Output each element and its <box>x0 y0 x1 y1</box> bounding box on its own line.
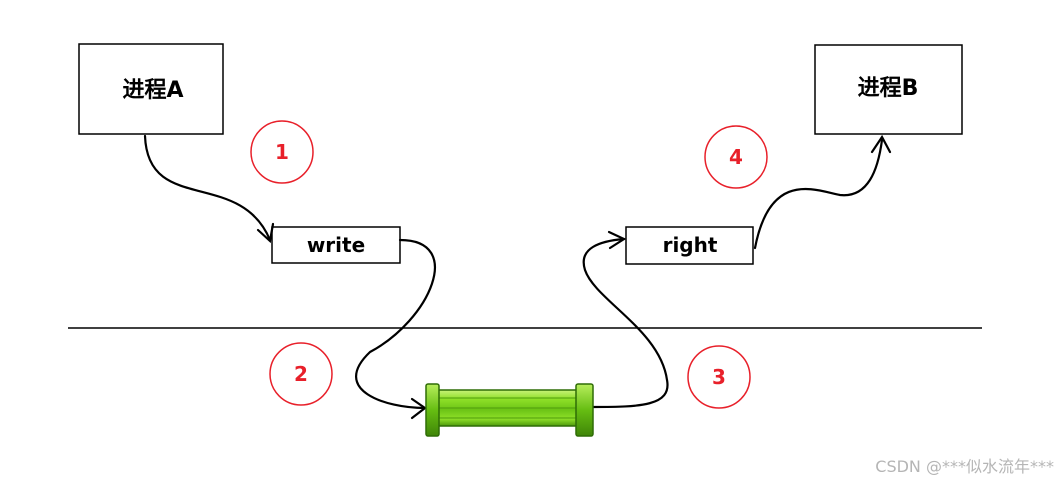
process-a-label: 进程A <box>122 78 183 103</box>
step-2-badge: 2 <box>269 342 333 406</box>
watermark: CSDN @***似水流年*** <box>875 457 1054 476</box>
connector-2 <box>355 238 436 420</box>
step-1-badge: 1 <box>250 120 314 184</box>
read-label: right <box>663 233 718 257</box>
read-node: right <box>625 226 754 265</box>
step-2-number: 2 <box>294 362 308 386</box>
step-3-number: 3 <box>712 365 726 389</box>
step-3-badge: 3 <box>687 345 751 409</box>
process-b-label: 进程B <box>858 76 919 101</box>
connector-1 <box>143 134 275 244</box>
pipe-icon <box>425 383 594 437</box>
connector-3 <box>582 230 669 409</box>
step-4-number: 4 <box>729 145 743 169</box>
step-4-badge: 4 <box>704 125 768 189</box>
write-label: write <box>307 233 365 257</box>
write-node: write <box>271 226 401 264</box>
step-1-number: 1 <box>275 140 289 164</box>
connector-4 <box>753 134 892 250</box>
process-a-node: 进程A <box>78 43 224 135</box>
process-b-node: 进程B <box>814 44 963 135</box>
